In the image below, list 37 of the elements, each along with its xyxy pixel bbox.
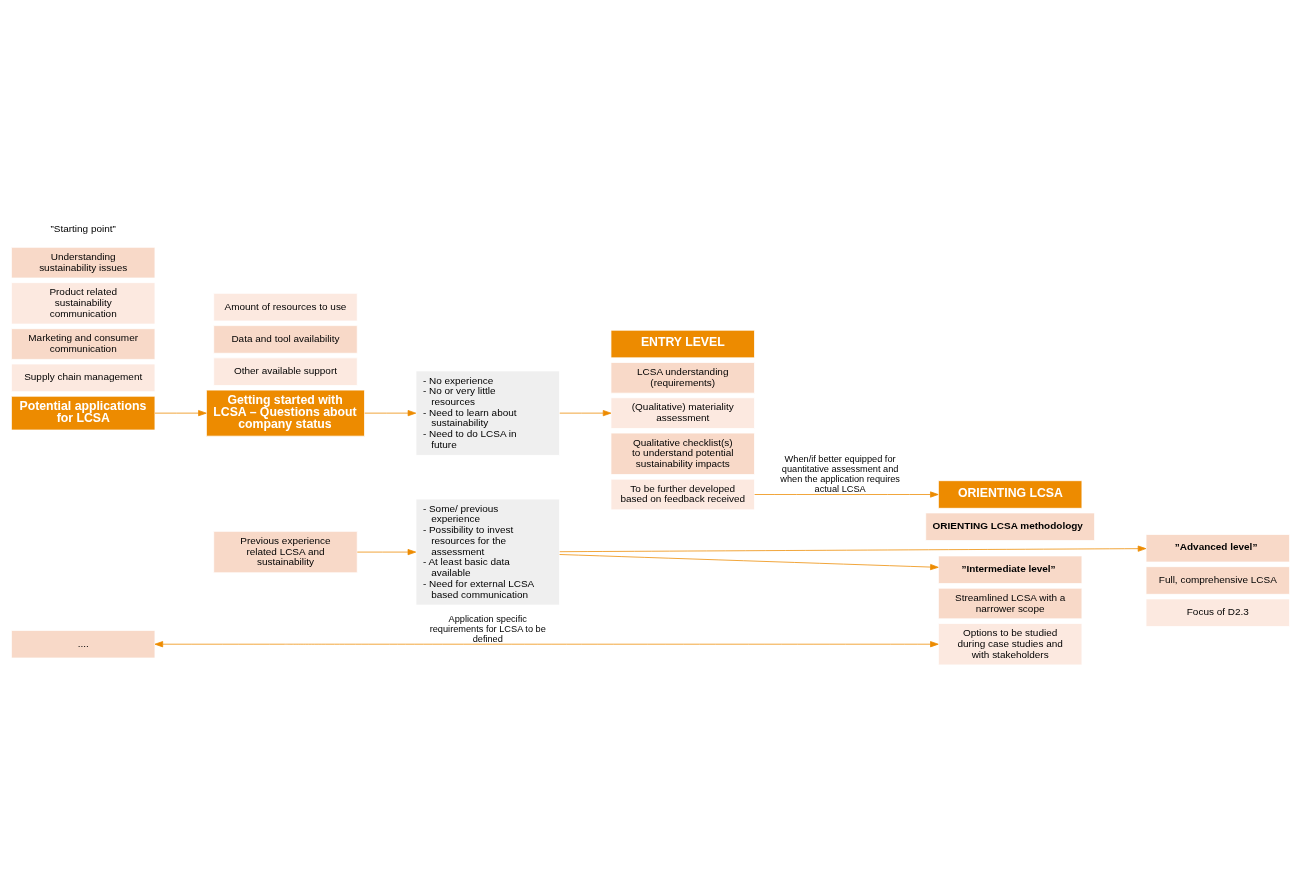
node-box: Other available support <box>213 357 358 386</box>
arrow <box>559 410 612 417</box>
arrow <box>559 545 1147 553</box>
arrow <box>356 549 417 556</box>
node-box: - No experience - No or very little resources - Need to learn about sustainability - Need to do LCSA in future <box>415 370 560 456</box>
node-box: LCSA understanding (requirements) <box>610 362 755 394</box>
node-box: Product related sustainability communication <box>11 282 156 325</box>
node-box: Amount of resources to use <box>213 293 358 322</box>
node-box: - Some/ previous experience - Possibility to invest resources for the assessment - At least basic data available - Need for external LCSA based communication <box>415 498 560 606</box>
node-box: ENTRY LEVEL <box>610 329 755 359</box>
node-box: ORIENTING LCSA <box>938 480 1083 509</box>
arrow <box>154 641 939 648</box>
node-box: Data and tool availability <box>213 325 358 354</box>
node-box: Supply chain management <box>11 363 156 393</box>
edge-label: Application specific requirements for LCSA to be defined <box>429 613 546 644</box>
node-box: ORIENTING LCSA methodology <box>925 512 1095 541</box>
node-box: Potential applications for LCSA <box>11 395 156 431</box>
node-box: (Qualitative) materiality assessment <box>610 397 755 429</box>
node-box: Qualitative checklist(s) to understand potential sustainability impacts <box>610 432 755 475</box>
edge-label: When/if better equipped for quantitative assessment and when the application requires actual LCSA <box>780 453 900 494</box>
node-box: To be further developed based on feedback received <box>610 478 755 511</box>
arrow <box>559 554 939 571</box>
node-box: Focus of D2.3 <box>1145 598 1290 627</box>
node-box: ”Advanced level” <box>1145 534 1290 563</box>
node-box: Streamlined LCSA with a narrower scope <box>938 587 1083 620</box>
label: ”Starting point” <box>50 222 116 234</box>
arrow <box>364 410 417 417</box>
node-box: Getting started with LCSA – Questions about company status <box>206 389 365 437</box>
node-box: Marketing and consumer communication <box>11 328 156 360</box>
node-box: Understanding sustainability issues <box>11 246 156 279</box>
arrow <box>754 491 939 498</box>
node-box: Previous experience related LCSA and sustainability <box>213 530 358 574</box>
node-box: ”Intermediate level” <box>938 555 1083 584</box>
arrow <box>154 410 207 417</box>
node-box: .... <box>11 630 156 659</box>
node-box: Full, comprehensive LCSA <box>1145 566 1290 595</box>
node-box: Options to be studied during case studies and with stakeholders <box>938 623 1083 666</box>
